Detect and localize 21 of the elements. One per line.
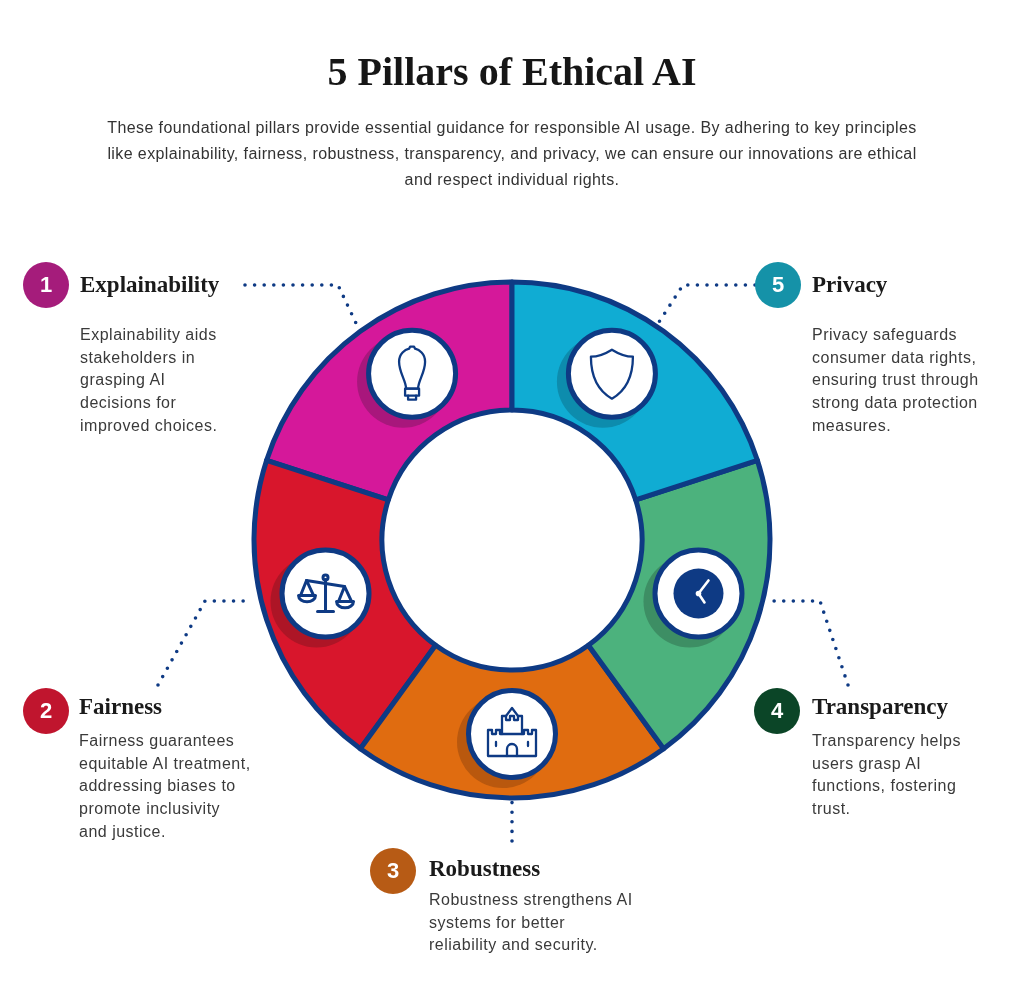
- pillar-description: Fairness guarantees equitable AI treatment, addressing biases to promote inclusivity and justice.: [79, 731, 252, 842]
- page-title: 5 Pillars of Ethical AI: [327, 48, 697, 96]
- number-badge: 3: [370, 848, 416, 894]
- pillar-title: Robustness: [429, 855, 541, 883]
- intro-text: These foundational pillars provide essential guidance for responsible AI usage. By adhering to key principles like explainability, fairness, robustness, transparency, and privacy, we can ensure our innovations are ethical and respect individual rights.: [106, 118, 918, 190]
- ring-segment: [509, 279, 760, 503]
- pillar-description: Robustness strengthens AI systems for better reliability and security.: [429, 890, 634, 956]
- pillar-description: Explainability aids stakeholders in grasping AI decisions for improved choices.: [80, 325, 219, 436]
- number-badge: 2: [23, 688, 69, 734]
- number-badge: 1: [23, 262, 69, 308]
- pillar-title: Fairness: [79, 693, 163, 721]
- pillar-title: Explainability: [80, 271, 220, 299]
- number-badge: 4: [754, 688, 800, 734]
- number-badge: 5: [755, 262, 801, 308]
- leader-line: [655, 283, 757, 326]
- leader-line: [772, 599, 850, 687]
- leader-line: [510, 798, 514, 843]
- pillar-title: Transparency: [812, 693, 948, 721]
- pillar-title: Privacy: [812, 271, 888, 299]
- pillar-description: Privacy safeguards consumer data rights, ensuring trust through strong data protection measures.: [812, 325, 980, 436]
- pillar-description: Transparency helps users grasp AI functions, fostering trust.: [812, 731, 962, 820]
